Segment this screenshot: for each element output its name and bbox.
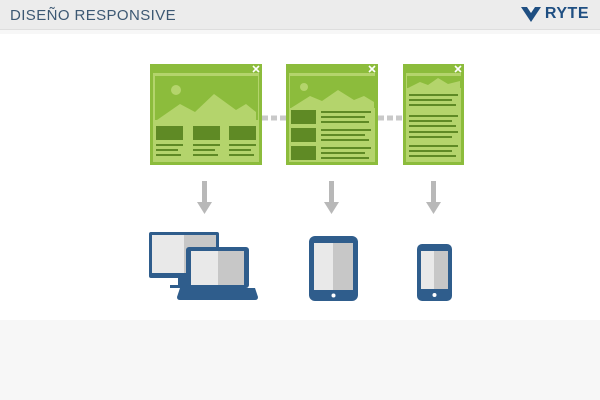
close-icon bbox=[454, 65, 462, 73]
down-arrow-icon bbox=[324, 181, 339, 214]
image-placeholder-icon bbox=[407, 76, 461, 88]
ryte-logo[interactable]: RYTE bbox=[520, 5, 589, 23]
header-bar: DISEÑO RESPONSIVE RYTE bbox=[0, 0, 600, 30]
image-placeholder-icon bbox=[290, 76, 375, 108]
close-icon bbox=[252, 65, 260, 73]
image-placeholder-icon bbox=[155, 76, 258, 120]
page-title: DISEÑO RESPONSIVE bbox=[10, 7, 177, 24]
tablet-layout-window bbox=[286, 64, 378, 165]
smartphone-icon bbox=[417, 244, 452, 301]
down-arrow-icon bbox=[426, 181, 441, 214]
down-arrow-icon bbox=[197, 181, 212, 214]
close-icon bbox=[368, 65, 376, 73]
laptop-icon bbox=[177, 247, 258, 300]
desktop-layout-window bbox=[150, 64, 262, 165]
mobile-layout-window bbox=[403, 64, 464, 165]
ryte-chevron-icon bbox=[520, 7, 541, 22]
tablet-icon bbox=[309, 236, 358, 301]
logo-text: RYTE bbox=[544, 5, 589, 22]
